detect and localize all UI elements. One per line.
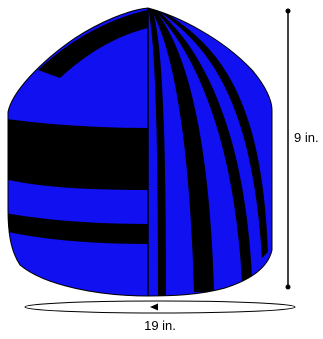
height-dimension-bottom-dot bbox=[285, 284, 291, 290]
circumference-ellipse bbox=[24, 300, 296, 314]
circumference-dimension: 19 in. bbox=[24, 300, 296, 333]
horizontal-stripe-top bbox=[38, 10, 148, 78]
height-label: 9 in. bbox=[294, 130, 319, 145]
horizontal-stripe-middle bbox=[8, 118, 148, 190]
right-panel-vertical-stripes bbox=[148, 8, 272, 296]
vertical-stripe-2 bbox=[150, 8, 214, 292]
height-dimension: 9 in. bbox=[285, 8, 319, 290]
horizontal-stripe-lower bbox=[8, 212, 148, 244]
height-dimension-top-dot bbox=[285, 8, 291, 14]
vertical-stripe-3 bbox=[152, 8, 252, 282]
left-panel-horizontal-stripes bbox=[8, 8, 148, 296]
vertical-stripe-1 bbox=[148, 8, 166, 296]
vertical-stripe-4 bbox=[154, 8, 268, 258]
circumference-arrowhead bbox=[150, 303, 158, 311]
circumference-label: 19 in. bbox=[144, 318, 176, 333]
